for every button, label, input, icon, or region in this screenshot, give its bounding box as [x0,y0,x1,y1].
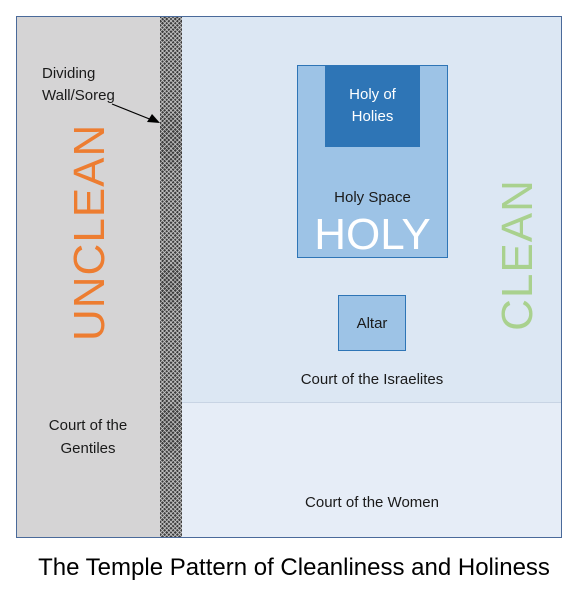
court-of-women-label: Court of the Women [305,494,439,511]
court-of-gentiles-area [17,17,160,537]
holy-of-holies-label: Holy of Holies [349,86,396,125]
altar-box [338,295,406,351]
dividing-wall [160,17,182,537]
court-of-gentiles-label: Court of the Gentiles [48,417,128,457]
dividing-wall-arrow [111,103,160,123]
clean-label: CLEAN [493,179,542,331]
unclean-label: UNCLEAN [65,123,114,341]
altar-label: Altar [356,315,388,332]
court-of-women-area [182,402,561,537]
holy-space-label: Holy Space [334,189,411,206]
dividing-wall-label: Dividing Wall/Soreg [42,65,115,104]
holy-label: HOLY [314,210,431,259]
court-of-israelites-label: Court of the Israelites [300,371,444,388]
diagram-title: The Temple Pattern of Cleanliness and Ho… [38,554,550,581]
holy-of-holies-box [325,65,420,147]
